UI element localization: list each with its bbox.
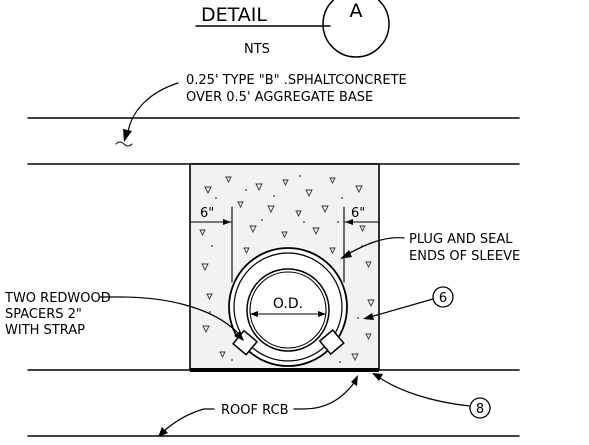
detail-title: DETAIL: [201, 4, 267, 26]
keynote-8-circle: [469, 397, 491, 419]
pavement-leader: [127, 82, 179, 133]
roof-leader: [163, 408, 215, 432]
plug-leader: [347, 237, 405, 255]
keynote-8-arrow: [372, 373, 383, 381]
keynote-6-label: 6: [439, 291, 447, 306]
left-clearance-arrow: [223, 219, 231, 225]
pipe-od-arrow-left: [250, 311, 258, 317]
aggregate-pattern: [199, 175, 375, 363]
plug-callout-line2: ENDS OF SLEEVE: [409, 249, 520, 264]
roof-leader-right-arrow: [351, 375, 358, 386]
spacers-leader-arrow: [234, 331, 244, 341]
redwood-spacer-right: [318, 329, 345, 356]
right-clearance-arrow: [345, 219, 353, 225]
detail-circle: [322, 0, 390, 58]
pavement-callout-line1: 0.25' TYPE "B" .SPHALTCONCRETE: [186, 73, 407, 88]
spacers-callout-line3: WITH STRAP: [5, 323, 85, 338]
keynote-8-leader: [379, 377, 471, 407]
right-clearance-label: 6": [351, 206, 365, 221]
pipe-inner: [249, 271, 327, 349]
sleeve-inner: [233, 252, 343, 362]
left-clearance-label: 6": [200, 206, 214, 221]
spacers-leader: [99, 296, 239, 334]
detail-letter: A: [350, 0, 363, 22]
pavement-leader-arrow: [123, 129, 132, 142]
spacers-callout-line1: TWO REDWOOD: [4, 291, 111, 306]
keynote-6-leader: [369, 298, 434, 318]
pipe-outer: [246, 268, 330, 352]
roof-leader-arrow: [158, 427, 168, 437]
roof-callout: ROOF RCB: [221, 403, 289, 418]
plug-leader-arrow: [340, 250, 352, 259]
waterproofing-membrane: [190, 368, 379, 372]
plug-callout-line1: PLUG AND SEAL: [409, 232, 513, 247]
pavement-callout-line2: OVER 0.5' AGGREGATE BASE: [186, 90, 373, 105]
pipe-od-arrow-right: [318, 311, 326, 317]
keynote-8-label: 8: [476, 402, 484, 417]
spacers-callout-line2: SPACERS 2": [5, 307, 82, 322]
keynote-6-arrow: [363, 313, 374, 320]
roof-leader-right: [293, 382, 355, 410]
pipe-od-label: O.D.: [273, 296, 303, 312]
keynote-6-circle: [432, 286, 454, 308]
detail-scale: NTS: [244, 42, 270, 57]
pavement-break: [115, 141, 133, 147]
